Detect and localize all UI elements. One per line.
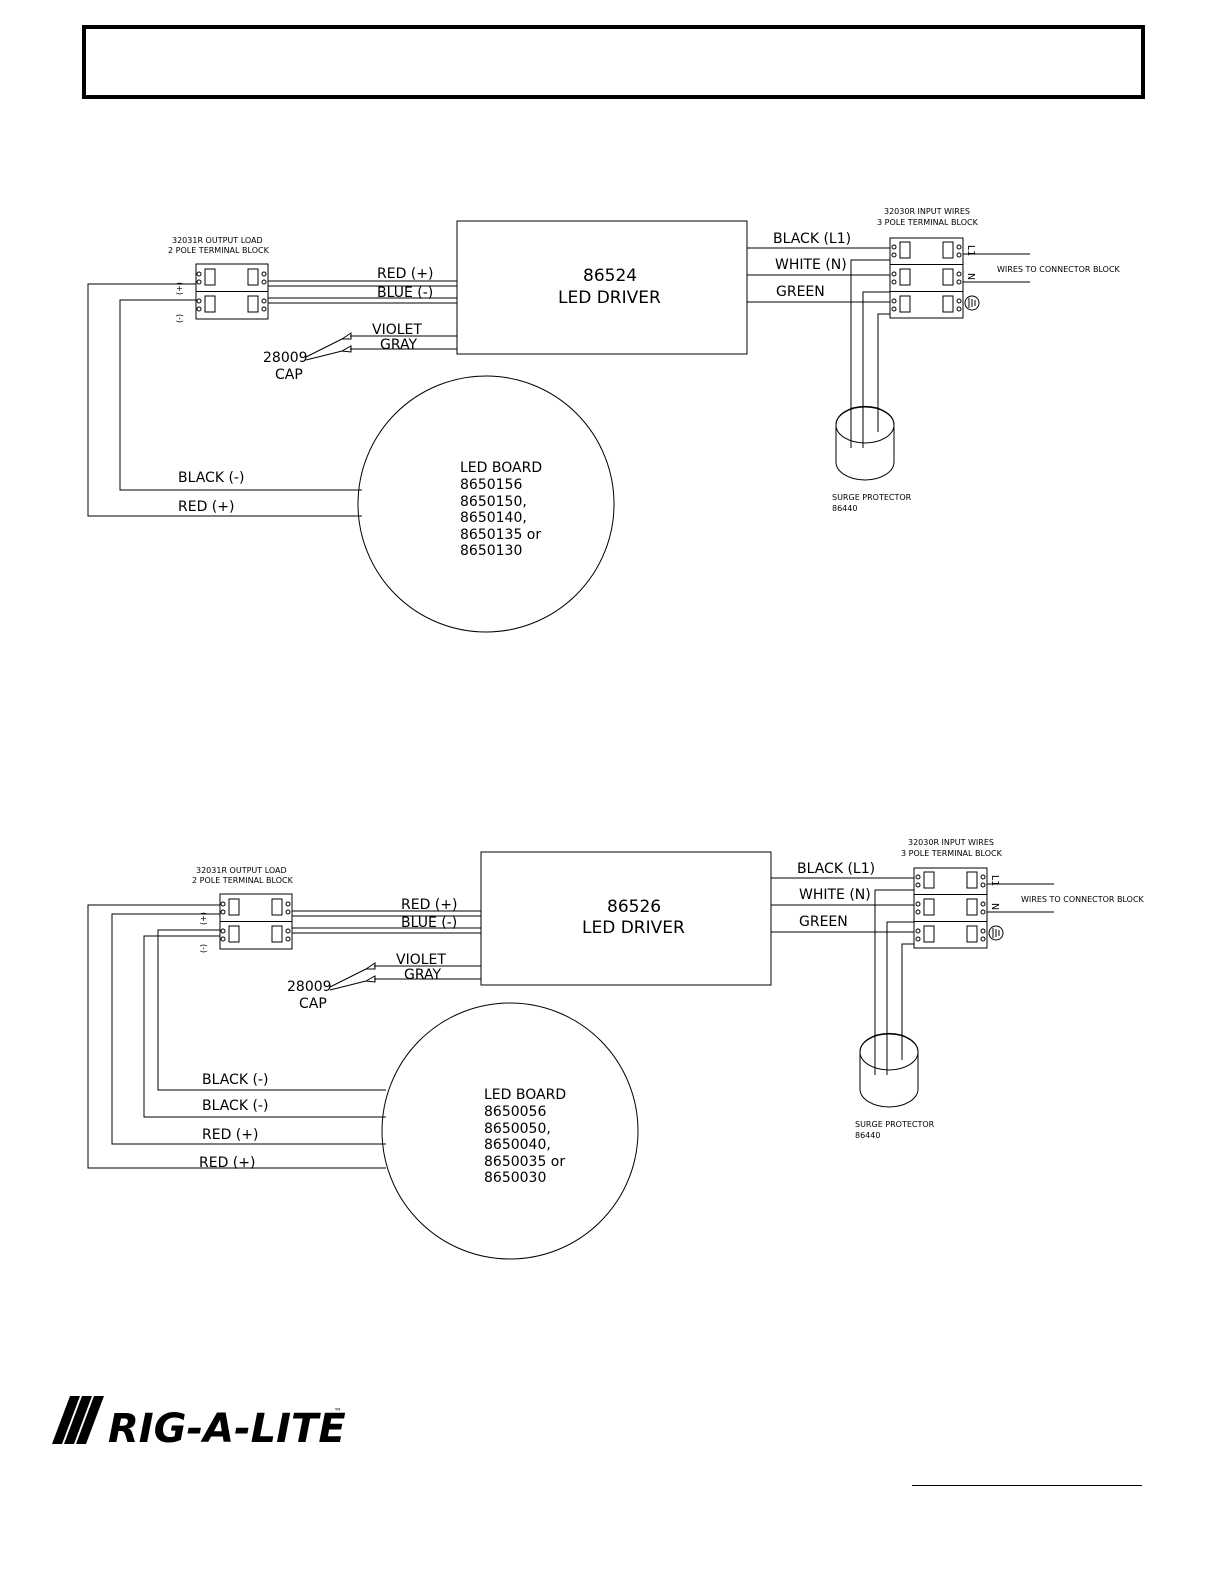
neg-mark: (-) <box>199 944 208 953</box>
led-driver-box-2 <box>480 851 772 986</box>
surge-label-2: 86440 <box>832 504 857 513</box>
driver-number: 86524 <box>583 266 637 286</box>
output-block-label-2: 2 POLE TERMINAL BLOCK <box>168 246 270 255</box>
output-block-label-1: 32031R OUTPUT LOAD <box>196 866 287 875</box>
wire-gray: GRAY <box>404 967 441 983</box>
cap-label: CAP <box>299 996 327 1012</box>
input-mark-n: N <box>965 273 976 280</box>
led-board-model: 8650135 or <box>460 527 541 543</box>
input-block-label-2: 3 POLE TERMINAL BLOCK <box>877 218 979 227</box>
led-board-model: 8650030 <box>484 1170 546 1186</box>
wire-violet: VIOLET <box>396 952 446 968</box>
wire-red: RED (+) <box>401 897 457 913</box>
cap-number: 28009 <box>263 350 308 366</box>
led-board-model: 8650156 <box>460 477 522 493</box>
input-wire-label: WHITE (N) <box>799 887 871 903</box>
output-block-label-1: 32031R OUTPUT LOAD <box>172 236 263 245</box>
logo-text: RIG-A-LITE <box>108 1406 346 1452</box>
surge-label-1: SURGE PROTECTOR <box>832 493 912 502</box>
board-wire-black <box>119 299 362 491</box>
board-wire-label: RED (+) <box>199 1155 255 1171</box>
wire-gray: GRAY <box>380 337 417 353</box>
input-mark-l1: L1 <box>965 245 976 256</box>
footer-rule <box>912 1485 1142 1486</box>
input-mark-l1: L1 <box>989 875 1000 886</box>
board-wire-red <box>87 283 362 517</box>
led-board-title: LED BOARD <box>484 1087 566 1103</box>
input-wire-label: BLACK (L1) <box>773 231 851 247</box>
logo-trademark: ™ <box>334 1407 342 1416</box>
led-board-circle-2 <box>381 1002 639 1260</box>
input-wire-label: GREEN <box>776 284 825 300</box>
wire-violet: VIOLET <box>372 322 422 338</box>
driver-number: 86526 <box>607 897 661 917</box>
led-board-model: 8650056 <box>484 1104 546 1120</box>
input-block-label-1: 32030R INPUT WIRES <box>908 838 994 847</box>
led-board-circle-1 <box>357 375 615 633</box>
surge-label-1: SURGE PROTECTOR <box>855 1120 935 1129</box>
input-block-label-2: 3 POLE TERMINAL BLOCK <box>901 849 1003 858</box>
input-terminal-block-1 <box>889 237 964 319</box>
board-wire-label: BLACK (-) <box>202 1072 268 1088</box>
header-box <box>82 25 1145 99</box>
pos-mark: (+) <box>175 282 184 295</box>
led-board-model: 8650140, <box>460 510 527 526</box>
wire-blue: BLUE (-) <box>377 285 433 301</box>
connector-label: WIRES TO CONNECTOR BLOCK <box>997 265 1121 274</box>
driver-name: LED DRIVER <box>582 918 685 938</box>
led-board-model: 8650130 <box>460 543 522 559</box>
input-terminal-block-2 <box>913 867 988 949</box>
board-wire-label: RED (+) <box>178 499 234 515</box>
led-board-model: 8650050, <box>484 1121 551 1137</box>
surge-label-2: 86440 <box>855 1131 880 1140</box>
wire-red: RED (+) <box>377 266 433 282</box>
led-board-model: 8650150, <box>460 494 527 510</box>
cap-number: 28009 <box>287 979 332 995</box>
board-wire-label: BLACK (-) <box>178 470 244 486</box>
led-driver-box-1 <box>456 220 748 355</box>
wire-blue: BLUE (-) <box>401 915 457 931</box>
neg-mark: (-) <box>175 314 184 323</box>
input-wire-label: GREEN <box>799 914 848 930</box>
input-wire-label: BLACK (L1) <box>797 861 875 877</box>
output-block-label-2: 2 POLE TERMINAL BLOCK <box>192 876 294 885</box>
input-wire-label: WHITE (N) <box>775 257 847 273</box>
input-mark-n: N <box>989 903 1000 910</box>
connector-label: WIRES TO CONNECTOR BLOCK <box>1021 895 1145 904</box>
led-board-model: 8650040, <box>484 1137 551 1153</box>
pos-mark: (+) <box>199 912 208 925</box>
driver-name: LED DRIVER <box>558 288 661 308</box>
rig-a-lite-logo: RIG-A-LITE ™ <box>52 1396 346 1452</box>
led-board-model: 8650035 or <box>484 1154 565 1170</box>
board-wire-label: BLACK (-) <box>202 1098 268 1114</box>
board-wire-label: RED (+) <box>202 1127 258 1143</box>
input-block-label-1: 32030R INPUT WIRES <box>884 207 970 216</box>
led-board-title: LED BOARD <box>460 460 542 476</box>
cap-label: CAP <box>275 367 303 383</box>
